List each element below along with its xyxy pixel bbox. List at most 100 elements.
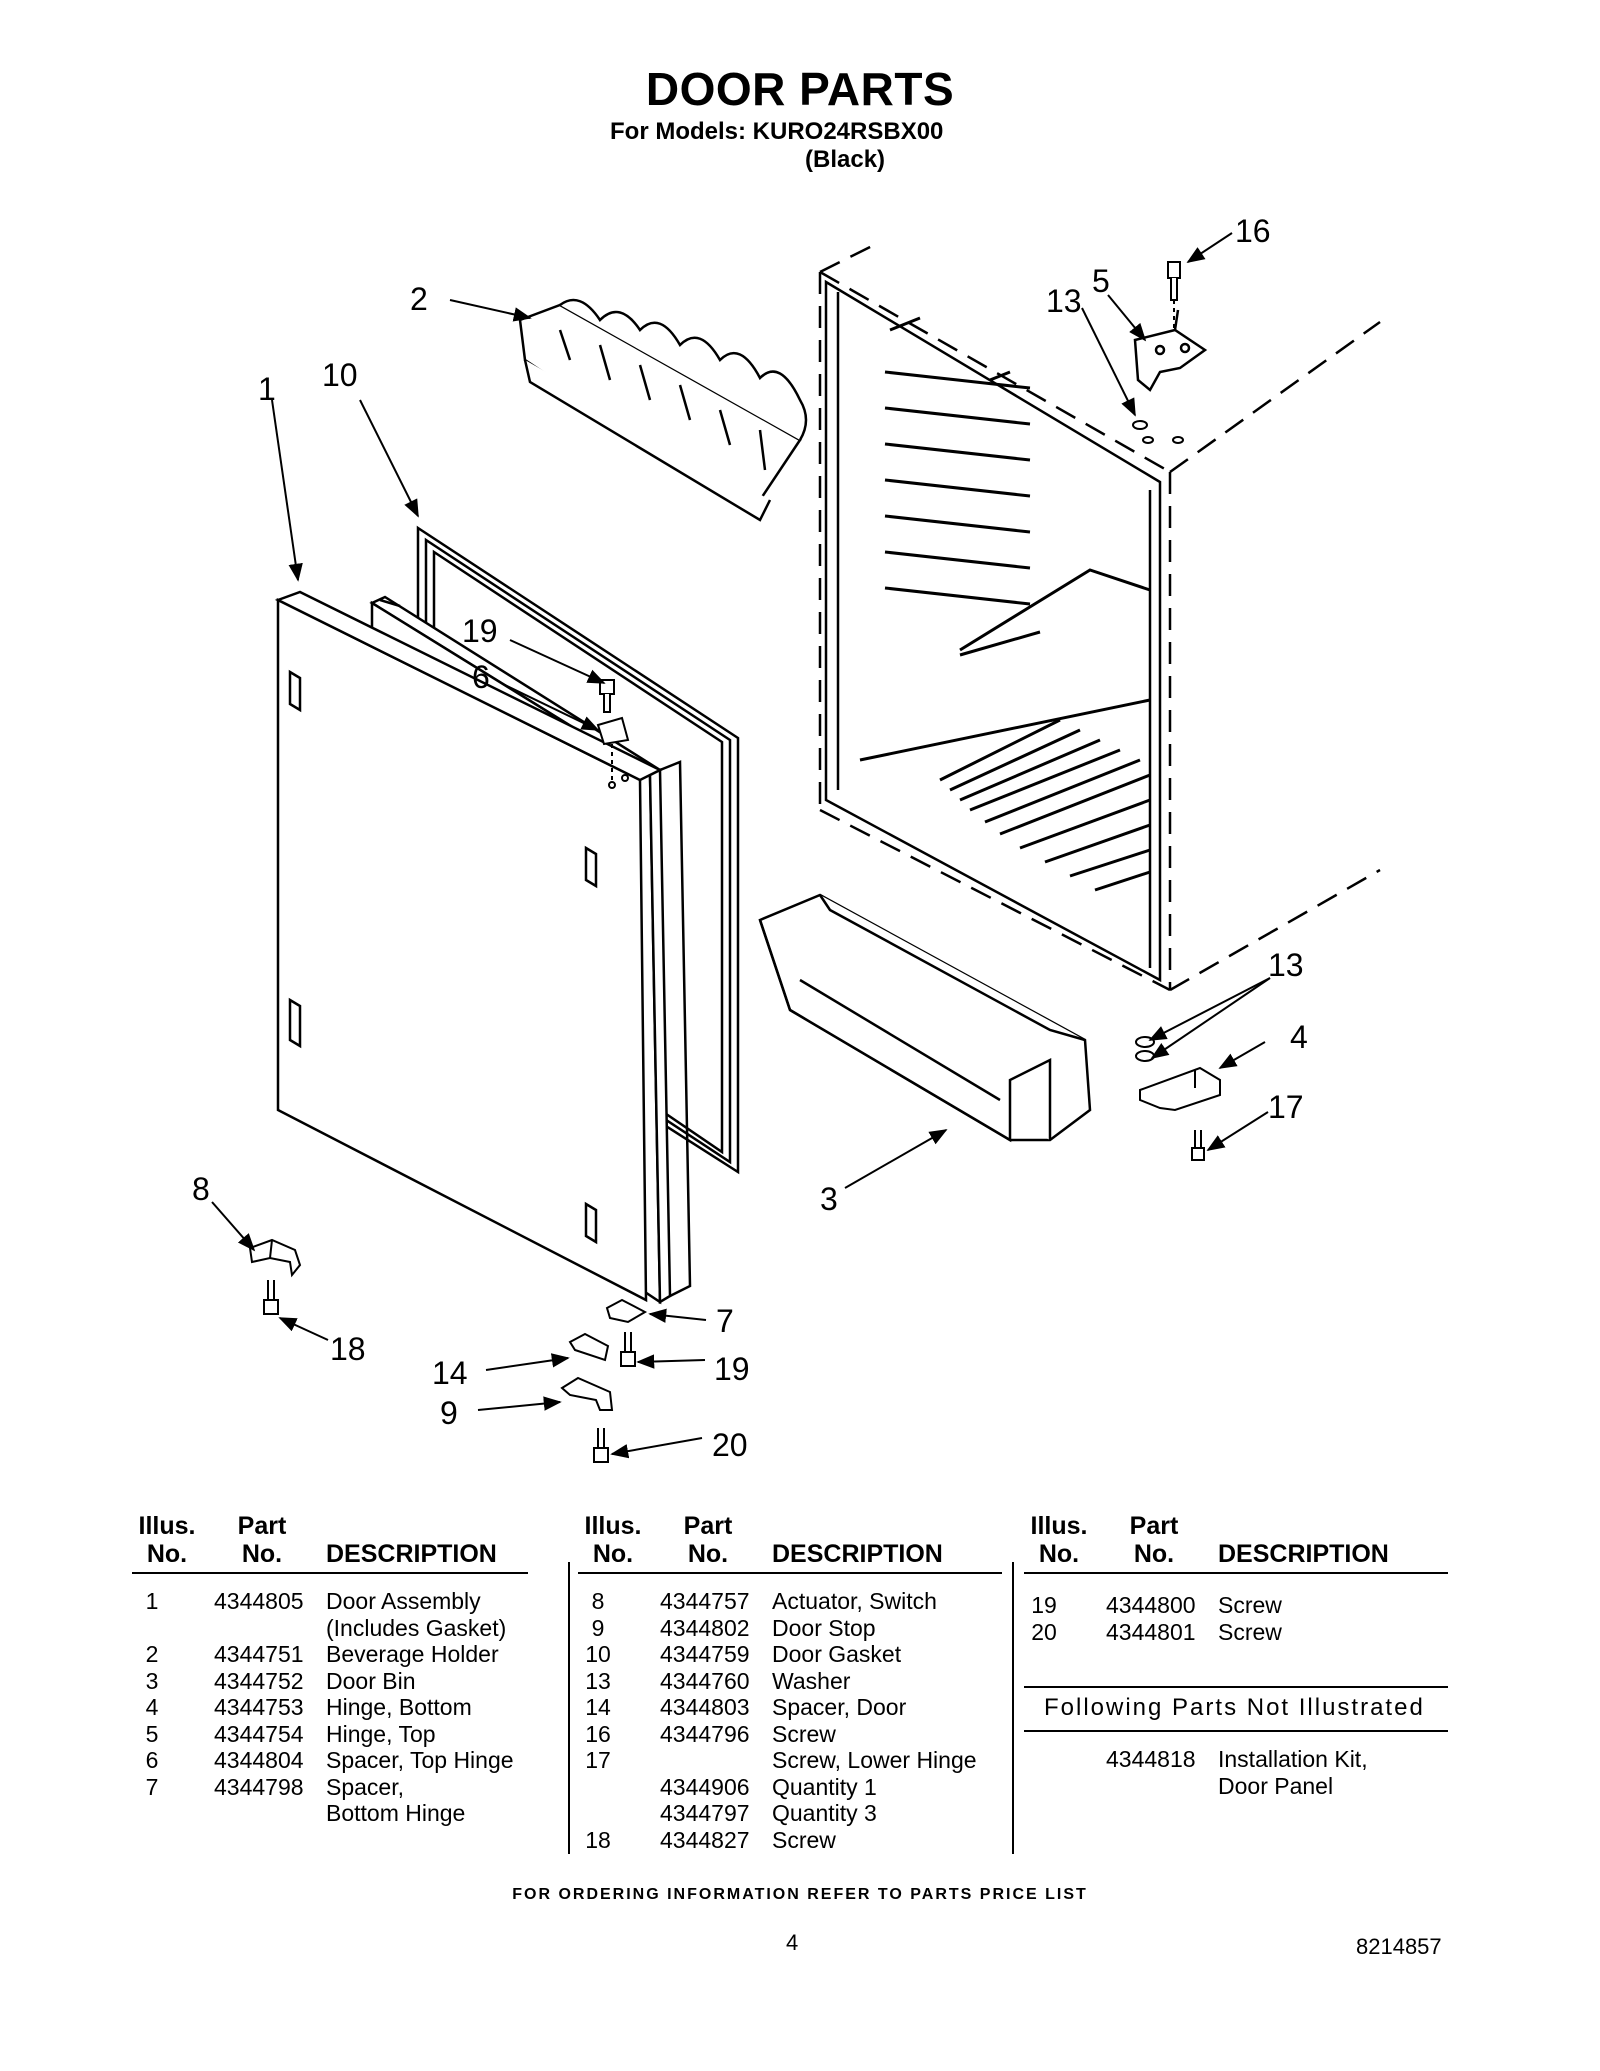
callout-6: 6 xyxy=(472,659,490,695)
illus-number-cell: 4 xyxy=(145,1694,159,1720)
description-cell: Spacer, Top Hinge xyxy=(326,1747,514,1773)
part-number-cell: 4344760 xyxy=(660,1667,750,1694)
illus-number-cell: 16 xyxy=(585,1720,611,1747)
ordering-info-note: FOR ORDERING INFORMATION REFER TO PARTS … xyxy=(512,1886,1088,1903)
table-row: 7 4344798 Spacer, xyxy=(132,1774,528,1801)
description-cell: Spacer, xyxy=(326,1773,404,1800)
table-row: Bottom Hinge xyxy=(132,1800,528,1827)
description-cell: Door Assembly xyxy=(326,1588,481,1614)
illus-number-cell: 7 xyxy=(145,1773,159,1800)
illus-number-cell: 8 xyxy=(591,1588,605,1614)
illus-number-cell: 1 xyxy=(145,1588,159,1614)
illus-number-cell: 20 xyxy=(1031,1618,1057,1645)
illus-number-cell: 3 xyxy=(145,1667,159,1694)
illus-number-cell: 9 xyxy=(591,1614,605,1641)
illus-number-cell: 14 xyxy=(585,1694,611,1720)
part-number-cell: 4344751 xyxy=(214,1641,304,1667)
exploded-parts-diagram: 2 1 10 19 6 16 5 13 13 4 17 3 8 18 7 14 … xyxy=(192,213,1381,1463)
door-front-panel xyxy=(274,590,663,1303)
header-illus: Illus.No. xyxy=(584,1512,642,1568)
door-bin-drawing xyxy=(758,893,1092,1143)
callout-20: 20 xyxy=(712,1427,748,1463)
table-row: 16 4344796 Screw xyxy=(578,1721,1002,1748)
description-cell: Screw xyxy=(772,1720,836,1747)
part-number-cell: 4344800 xyxy=(1106,1592,1196,1618)
illus-number-cell: 10 xyxy=(585,1641,611,1667)
bottom-hinge-drawing xyxy=(1135,1036,1221,1161)
page-title: DOOR PARTS xyxy=(645,63,955,115)
callout-3: 3 xyxy=(820,1181,838,1217)
table-row: 4344818 Installation Kit, xyxy=(1024,1746,1448,1773)
part-number-cell: 4344754 xyxy=(214,1720,304,1747)
callout-2: 2 xyxy=(410,281,428,317)
part-number-cell: 4344753 xyxy=(214,1694,304,1720)
beverage-holder-drawing xyxy=(518,298,808,522)
illus-number-cell: 19 xyxy=(1031,1592,1057,1618)
part-number-cell: 4344797 xyxy=(660,1800,750,1826)
cabinet-floor-grille xyxy=(939,718,1151,892)
part-number-cell: 4344802 xyxy=(660,1614,750,1641)
description-cell: Hinge, Bottom xyxy=(326,1694,472,1720)
description-cell: Screw xyxy=(1218,1592,1282,1618)
callout-16: 16 xyxy=(1235,213,1271,249)
top-hinge-drawing xyxy=(1133,309,1208,392)
callout-4: 4 xyxy=(1290,1019,1308,1055)
model-number: For Models: KURO24RSBX00 xyxy=(610,118,944,145)
column-divider xyxy=(1012,1562,1014,1854)
part-number-cell: 4344798 xyxy=(214,1773,304,1800)
actuator-switch-drawing xyxy=(248,1238,302,1315)
description-cell: Door Gasket xyxy=(772,1641,902,1667)
description-cell: Screw xyxy=(1218,1618,1282,1645)
part-number-cell: 4344796 xyxy=(660,1720,750,1747)
illus-number-cell: 18 xyxy=(585,1826,611,1853)
page-number: 4 xyxy=(786,1930,799,1955)
part-number-cell: 4344827 xyxy=(660,1826,750,1853)
table-row: 6 4344804 Spacer, Top Hinge xyxy=(132,1747,528,1774)
document-number: 8214857 xyxy=(1356,1934,1442,1959)
description-cell: Installation Kit, xyxy=(1218,1746,1368,1772)
description-cell: Bottom Hinge xyxy=(326,1800,466,1826)
description-cell: Screw xyxy=(772,1826,836,1853)
header-description: DESCRIPTION xyxy=(772,1540,943,1568)
part-number-cell: 4344803 xyxy=(660,1694,750,1720)
callout-10: 10 xyxy=(322,357,358,393)
not-illustrated-bottom-rule xyxy=(1024,1730,1448,1732)
washers-top xyxy=(1132,420,1184,444)
models-line: For Models: KURO24RSBX00 (Black) xyxy=(610,118,943,174)
header-description: DESCRIPTION xyxy=(326,1540,497,1568)
description-cell: Door Panel xyxy=(1218,1772,1334,1799)
table-row: Door Panel xyxy=(1024,1773,1448,1800)
part-number-cell: 4344818 xyxy=(1106,1746,1196,1772)
not-illustrated-rows: 4344818 Installation Kit,Door Panel xyxy=(1024,1746,1448,1799)
model-color: (Black) xyxy=(805,146,886,173)
description-cell: Actuator, Switch xyxy=(772,1588,937,1614)
illus-number-cell: 6 xyxy=(145,1747,159,1773)
cabinet-outline xyxy=(818,240,1381,992)
illus-number-cell: 17 xyxy=(585,1747,611,1773)
table-row: 19 4344800 Screw xyxy=(1024,1592,1448,1619)
description-cell: Washer xyxy=(772,1667,851,1694)
cabinet-shelf-rails xyxy=(859,316,1151,762)
callout-13-bottom: 13 xyxy=(1268,947,1304,983)
callout-13-top: 13 xyxy=(1046,283,1082,319)
part-number-cell: 4344752 xyxy=(214,1667,304,1694)
header-illus: Illus.No. xyxy=(1030,1512,1088,1568)
part-number-cell: 4344804 xyxy=(214,1747,304,1773)
